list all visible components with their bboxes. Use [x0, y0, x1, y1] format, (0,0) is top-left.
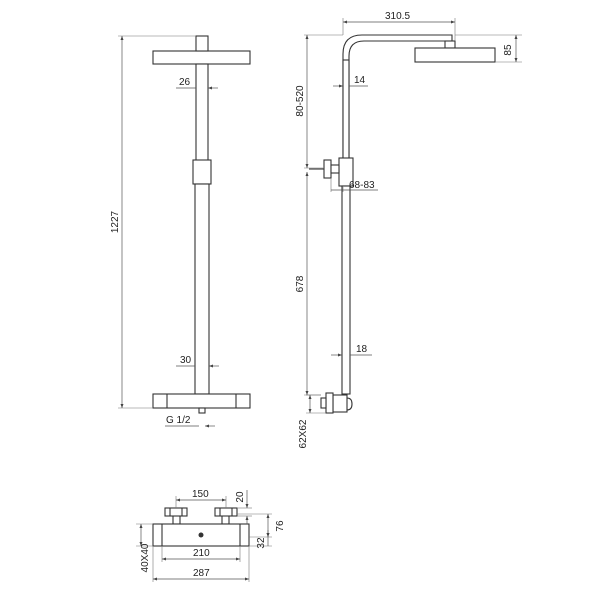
mixer-inlet-centers-label: 210: [193, 548, 210, 559]
side-holder-offset-label: 68-83: [349, 180, 375, 191]
mixer-left-handle: [164, 507, 188, 517]
side-mixer-section-label: 62X62: [298, 419, 309, 448]
front-lower-pipe-label: 30: [180, 355, 192, 366]
mixer-handle-depth-label: 76: [275, 520, 286, 532]
mixer-handle-gap-label: 20: [235, 491, 246, 503]
mixer-body-length-label: 287: [193, 568, 210, 579]
side-head-height-label: 85: [503, 44, 514, 56]
mixer-body-depth-label: 32: [256, 537, 267, 549]
mixer-top-view: 150 20 76 32 40X40 210 287: [136, 489, 286, 582]
front-head-connector: [195, 35, 209, 52]
side-holder: [323, 159, 332, 179]
side-arm-length-label: 310.5: [385, 11, 410, 22]
side-riser-arm: [342, 34, 453, 394]
front-inlet: [198, 407, 206, 414]
mixer-body-section-label: 40X40: [140, 543, 151, 572]
front-overall-height-label: 1227: [110, 210, 121, 233]
side-mixer-body: [332, 394, 348, 413]
front-inlet-thread-label: G 1/2: [166, 415, 191, 426]
front-upper-pipe: [195, 63, 209, 165]
front-lower-pipe: [194, 183, 210, 395]
mixer-outlet: [198, 532, 204, 538]
side-lower-pipe-label: 18: [356, 344, 368, 355]
side-view: 310.5 85 80-520 14 68-83 678 18 62X62: [295, 11, 522, 448]
front-upper-pipe-label: 26: [179, 77, 191, 88]
front-slide-joint: [192, 159, 212, 185]
side-shower-head: [414, 47, 496, 63]
mixer-right-handle: [214, 507, 238, 517]
front-shower-head: [152, 50, 251, 65]
side-slide-to-mixer-label: 678: [295, 275, 306, 292]
front-view: 1227 26 30 G 1/2: [110, 35, 251, 428]
side-slide-range-label: 80-520: [295, 85, 306, 117]
mixer-handle-spacing-label: 150: [192, 489, 209, 500]
side-upper-pipe-label: 14: [354, 75, 366, 86]
